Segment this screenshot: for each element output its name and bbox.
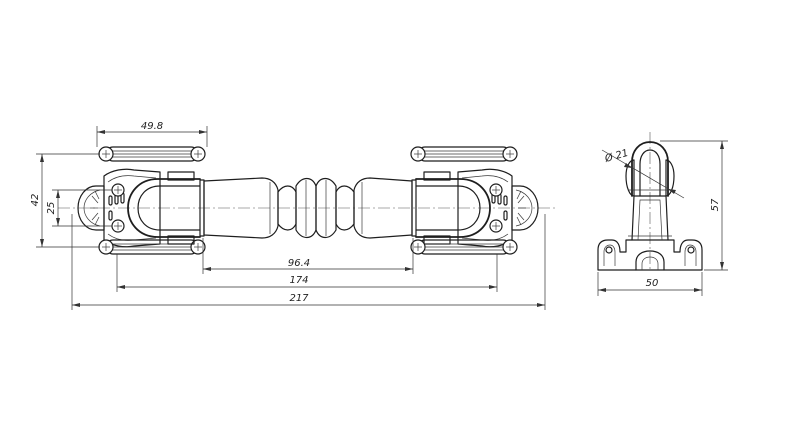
left-rosette (77, 146, 206, 255)
right-neck (415, 178, 491, 238)
dim-rosette-height-label: 42 (30, 194, 41, 207)
dim-height-label: 57 (710, 198, 721, 211)
dim-rosette-height: 42 (30, 153, 100, 248)
left-neck (127, 178, 201, 238)
dim-bolt-spacing-label: 25 (46, 202, 57, 215)
front-view: 49.8 42 25 96.4 (30, 121, 558, 310)
left-plate (103, 168, 161, 248)
left-collar-top (167, 171, 195, 181)
left-collar-bottom (167, 235, 195, 245)
dim-grip-diameter-label: Ø 21 (603, 147, 630, 165)
right-slots (491, 192, 508, 221)
left-end-cap (77, 185, 105, 231)
dim-rosette-width: 49.8 (96, 121, 208, 147)
dim-bolt-spacing: 25 (46, 189, 112, 227)
right-ring (411, 179, 417, 237)
left-top-bar (98, 146, 206, 162)
dim-rosette-width-label: 49.8 (141, 121, 163, 132)
side-stem (631, 195, 669, 241)
dim-base-span: 174 (116, 254, 498, 292)
right-bottom-bar (410, 239, 518, 255)
dim-height: 57 (660, 140, 728, 271)
right-rosette (410, 146, 539, 255)
right-top-bar (410, 146, 518, 162)
right-collar-top (423, 171, 451, 181)
dim-base-width-label: 50 (646, 278, 659, 289)
side-view: Ø 21 57 50 (597, 132, 728, 296)
left-slots (108, 192, 125, 221)
dim-base-width: 50 (597, 272, 703, 296)
left-bottom-bar (98, 239, 206, 255)
dim-center-to-center: 96.4 (202, 238, 414, 274)
dim-center-to-center-label: 96.4 (288, 258, 310, 269)
side-grip (631, 141, 669, 197)
dim-overall-length: 217 (71, 214, 546, 310)
left-grip (203, 177, 279, 239)
side-base (597, 239, 703, 271)
right-end-cap (511, 185, 539, 231)
side-base-boss (635, 250, 665, 271)
dim-overall-length-label: 217 (289, 293, 309, 304)
left-ring (199, 179, 205, 237)
dim-base-span-label: 174 (289, 275, 308, 286)
